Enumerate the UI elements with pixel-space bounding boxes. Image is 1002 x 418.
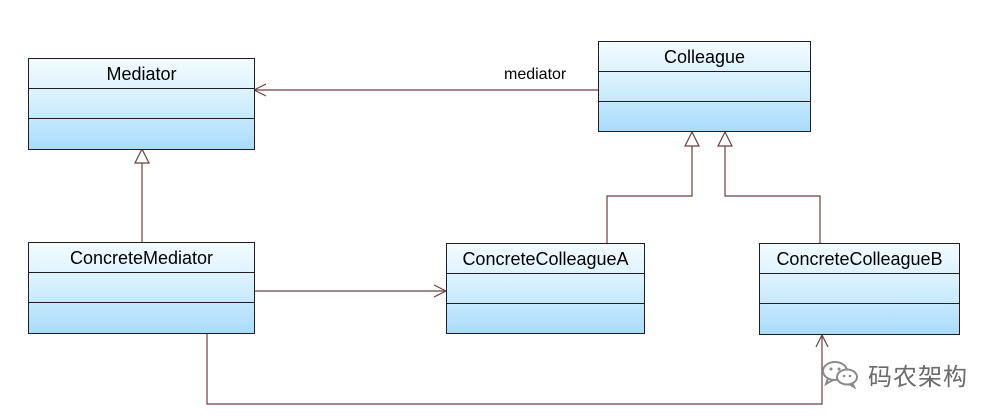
attributes-compartment: [29, 89, 254, 119]
class-name: ConcreteColleagueB: [760, 244, 959, 274]
operations-compartment: [29, 119, 254, 149]
generalization-colleaguea-colleague: [606, 146, 693, 243]
watermark: 码农架构: [820, 356, 968, 392]
class-concrete-colleague-a: ConcreteColleagueA: [446, 243, 645, 334]
class-name: ConcreteMediator: [29, 243, 254, 273]
class-concrete-colleague-b: ConcreteColleagueB: [759, 243, 960, 335]
association-concretemediator-colleagueb: [206, 334, 823, 405]
attributes-compartment: [29, 273, 254, 303]
class-concrete-mediator: ConcreteMediator: [28, 242, 255, 334]
attributes-compartment: [599, 72, 810, 102]
operations-compartment: [599, 102, 810, 131]
wechat-bubbles-icon: [822, 361, 858, 389]
generalization-colleagueb-colleague: [724, 146, 821, 243]
operations-compartment: [447, 304, 644, 333]
operations-compartment: [29, 303, 254, 333]
association-role-label: mediator: [504, 66, 567, 83]
class-mediator: Mediator: [28, 58, 255, 150]
class-name: Colleague: [599, 42, 810, 72]
generalization-colleaguea-colleague-triangle: [684, 130, 700, 147]
class-name: ConcreteColleagueA: [447, 244, 644, 274]
class-colleague: Colleague: [598, 41, 811, 132]
class-name: Mediator: [29, 59, 254, 89]
attributes-compartment: [447, 274, 644, 304]
operations-compartment: [760, 304, 959, 334]
watermark-text: 码农架构: [868, 362, 968, 391]
generalization-colleagueb-colleague-triangle: [717, 130, 733, 147]
association-concretemediator-colleagueb-arrowhead: [815, 333, 829, 348]
attributes-compartment: [760, 274, 959, 304]
generalization-concretemediator-mediator-triangle: [134, 147, 150, 164]
